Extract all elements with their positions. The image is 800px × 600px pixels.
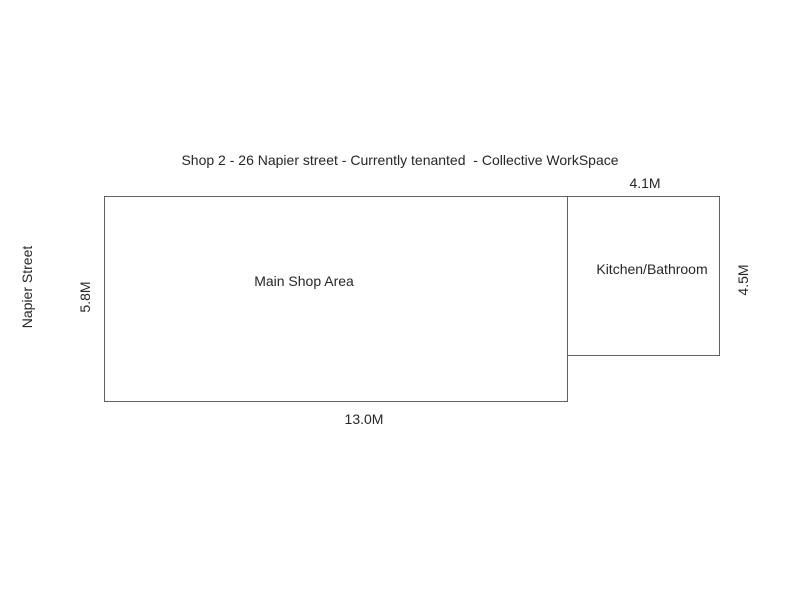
street-name-label: Napier Street: [19, 245, 35, 329]
main-shop-area-room: [104, 196, 568, 402]
main-width-dimension: 13.0M: [344, 411, 384, 427]
main-height-dimension: 5.8M: [77, 281, 93, 313]
kitchen-bathroom-room: [567, 196, 720, 356]
kitchen-width-dimension: 4.1M: [629, 175, 661, 191]
kitchen-bathroom-label: Kitchen/Bathroom: [596, 261, 708, 277]
kitchen-height-dimension: 4.5M: [735, 264, 751, 296]
plan-title: Shop 2 - 26 Napier street - Currently te…: [181, 152, 619, 168]
main-shop-area-label: Main Shop Area: [254, 273, 354, 289]
